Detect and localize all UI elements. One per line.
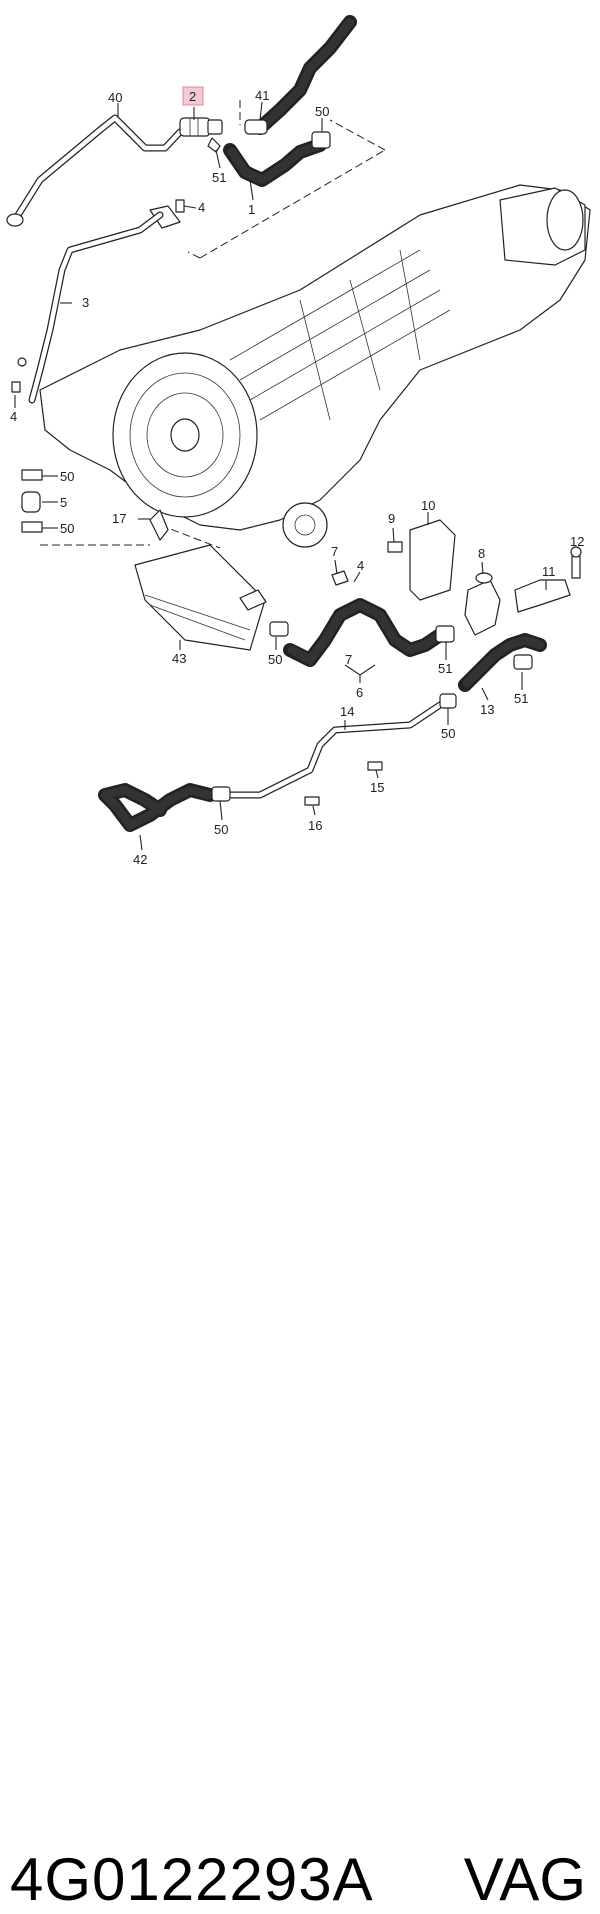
- callout-2[interactable]: 2: [189, 89, 196, 104]
- callout-16: 16: [308, 818, 322, 833]
- callout-9: 9: [388, 511, 395, 526]
- callout-50-e: 50: [214, 822, 228, 837]
- parts-diagram: 40 2 41 50 51 1 4 3 4 50 5 50 17 10 9 8 …: [6, 15, 591, 867]
- connector-part-2[interactable]: [179, 117, 223, 137]
- brand-label: VAG: [463, 1846, 586, 1913]
- callout-50-c: 50: [268, 652, 282, 667]
- callout-50-top: 50: [315, 104, 329, 119]
- callout-7-bot: 7: [345, 652, 352, 667]
- callout-4-left: 4: [10, 409, 17, 424]
- pipe-part-14[interactable]: [226, 693, 457, 816]
- callout-2-highlight: [182, 86, 204, 106]
- footer: 4G0122293A VAG: [0, 915, 600, 1913]
- callout-41: 41: [255, 88, 269, 103]
- callout-51-mid: 51: [438, 661, 452, 676]
- callout-11: 11: [542, 564, 556, 579]
- callout-5: 5: [60, 495, 67, 510]
- callout-50-d: 50: [441, 726, 455, 741]
- callout-3: 3: [82, 295, 89, 310]
- top-hose-assembly: [6, 15, 386, 259]
- oil-cooler-part-43[interactable]: [134, 509, 267, 651]
- callout-6: 6: [356, 685, 363, 700]
- callout-15: 15: [370, 780, 384, 795]
- callout-12: 12: [570, 534, 584, 549]
- callout-8: 8: [478, 546, 485, 561]
- pipe-part-3[interactable]: [28, 211, 164, 404]
- callout-51-top: 51: [212, 170, 226, 185]
- callout-13: 13: [480, 702, 494, 717]
- callout-4-top: 4: [198, 200, 205, 215]
- callout-1: 1: [248, 202, 255, 217]
- callout-42: 42: [133, 852, 147, 867]
- right-components: [387, 512, 582, 701]
- callout-50-a: 50: [60, 469, 74, 484]
- callout-10: 10: [421, 498, 435, 513]
- callout-17: 17: [112, 511, 126, 526]
- part-number: 4G0122293A: [10, 1846, 374, 1913]
- callout-51-right: 51: [514, 691, 528, 706]
- callout-4-mid: 4: [357, 558, 364, 573]
- transmission-housing: [11, 184, 591, 549]
- hose-part-6[interactable]: [269, 559, 455, 683]
- callout-50-b: 50: [60, 521, 74, 536]
- callout-40: 40: [108, 90, 122, 105]
- callout-43: 43: [172, 651, 186, 666]
- callout-7-top: 7: [331, 544, 338, 559]
- hose-part-42[interactable]: [96, 783, 231, 851]
- callout-14: 14: [340, 704, 354, 719]
